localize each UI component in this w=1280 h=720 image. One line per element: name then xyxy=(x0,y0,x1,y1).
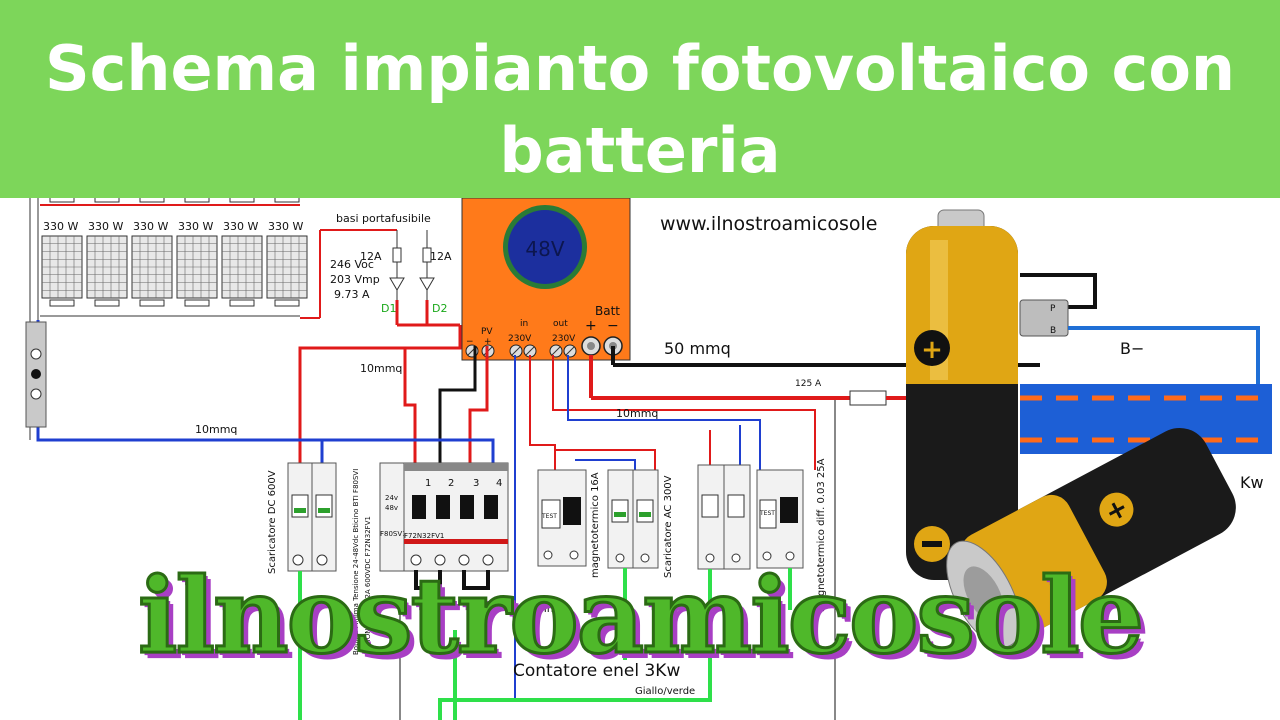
panel-watt-label: 330 W xyxy=(43,220,78,233)
switch-number-2: 2 xyxy=(448,478,454,489)
fuse-icon xyxy=(422,247,432,263)
terminal-out-voltage: 230V xyxy=(552,334,576,344)
panel-watt-label: 330 W xyxy=(178,220,213,233)
solar-panel: 330 W xyxy=(266,195,308,307)
relay-24v: 24v xyxy=(385,494,398,502)
terminal-pv: PV xyxy=(481,327,493,337)
terminal-in-voltage: 230V xyxy=(508,334,532,344)
spec-voc: 246 Voc xyxy=(330,258,374,271)
rcbo-25a: TEST xyxy=(756,469,804,569)
breaker-16a: TEST xyxy=(537,469,587,567)
minus-sign-icon xyxy=(922,541,942,547)
website-url: www.ilnostroamicosole xyxy=(660,213,878,235)
switch-number-4: 4 xyxy=(496,478,502,489)
relay-code-1: F72N32FV1 xyxy=(404,532,444,540)
terminal-out: out xyxy=(553,319,568,329)
breaker-16a-label: magnetotermico 16A xyxy=(590,472,601,578)
panel-watt-label: 330 W xyxy=(133,220,168,233)
bms-module xyxy=(1019,299,1069,337)
dc-disconnect-switch: 24v 48v F80SV1 1 2 3 4 F72N32FV1 xyxy=(379,462,509,590)
solar-panel: 330 W xyxy=(221,195,263,307)
panel-watt-label: 330 W xyxy=(268,220,303,233)
relay-text-1: Bobina Minima Tensione 24-48Vdc Bticino … xyxy=(352,469,360,655)
inverter: 48V Batt PV in out 230V 230V − + + − xyxy=(461,197,631,361)
pv-minus: − xyxy=(466,337,474,347)
meter-label: Contatore enel 3Kw xyxy=(513,661,680,681)
fuse-rating-1: 12A xyxy=(360,250,382,263)
fuse-icon xyxy=(392,247,402,263)
breaker-pair xyxy=(697,464,751,570)
spec-current: 9.73 A xyxy=(334,288,370,301)
rcbo-label: magnetotermico diff. 0.03 25A xyxy=(816,458,827,612)
test-label-2: TEST xyxy=(759,510,775,517)
test-label-1: TEST xyxy=(541,513,557,520)
solar-panel: 330 W xyxy=(176,195,218,307)
terminal-in: in xyxy=(520,319,528,329)
switch-number-1: 1 xyxy=(425,478,431,489)
inverter-voltage: 48V xyxy=(525,237,564,261)
watermark-logo: ilnostroamicosole xyxy=(137,554,1146,677)
fuse-125-label: 125 A xyxy=(795,379,822,389)
relay-text-2: SEZIONATORE 32A 600VDC F72N32FV1 xyxy=(364,516,372,655)
kw-label: Kw xyxy=(1240,473,1264,492)
fuse-rating-2: 12A xyxy=(430,250,452,263)
batt-plus: + xyxy=(585,318,597,334)
ac-surge-arrester xyxy=(607,469,659,569)
diode-icon xyxy=(419,277,435,291)
ac-cable-label: 10mmq xyxy=(616,407,658,420)
dc-surge-label: Scaricatore DC 600V xyxy=(267,470,278,574)
relay-48v: 48v xyxy=(385,504,398,512)
ground-wire-label: Giallo/verde xyxy=(635,686,695,697)
diode-label-d2: D2 xyxy=(432,302,447,315)
spec-vmp: 203 Vmp xyxy=(330,273,380,286)
battery-lying-icon: + xyxy=(946,427,1236,648)
switch-number-3: 3 xyxy=(473,478,479,489)
diode-label-d1: D1 xyxy=(381,302,396,315)
bms-terminal-p: P xyxy=(1050,304,1056,314)
fuse-holder-label: basi portafusibile xyxy=(336,212,431,225)
pv-plus: + xyxy=(484,337,492,347)
panel-watt-label: 330 W xyxy=(223,220,258,233)
batt-label: Batt xyxy=(595,304,620,318)
solar-panel: 330 W xyxy=(41,195,83,307)
fuse-125-icon xyxy=(849,390,887,406)
dc-red-cable-label: 10mmq xyxy=(360,362,402,375)
battery-tall-icon: + xyxy=(906,209,1018,580)
ac-surge-label: Scaricatore AC 300V xyxy=(663,475,674,578)
panel-watt-label: 330 W xyxy=(88,220,123,233)
dc-blue-cable-label: 10mmq xyxy=(195,423,237,436)
solar-panel-array: 330 W 330 W 330 W 330 W 330 W 330 W xyxy=(41,195,308,307)
batt-minus: − xyxy=(607,318,619,334)
battery-cable-label: 50 mmq xyxy=(664,339,731,358)
solar-panel: 330 W xyxy=(131,195,173,307)
title-banner: Schema impianto fotovoltaico con batteri… xyxy=(0,0,1280,198)
bottom-cable-label: 10mmq xyxy=(522,602,564,615)
diode-icon xyxy=(389,277,405,291)
plus-sign-icon: + xyxy=(921,335,943,365)
bms-terminal-b: B xyxy=(1050,326,1056,336)
solar-panel: 330 W xyxy=(86,195,128,307)
page-title: Schema impianto fotovoltaico con batteri… xyxy=(44,32,1236,187)
relay-code-2: F80SV1 xyxy=(380,530,407,538)
battery-negative-label: B− xyxy=(1120,339,1144,358)
dc-surge-arrester xyxy=(287,462,337,572)
